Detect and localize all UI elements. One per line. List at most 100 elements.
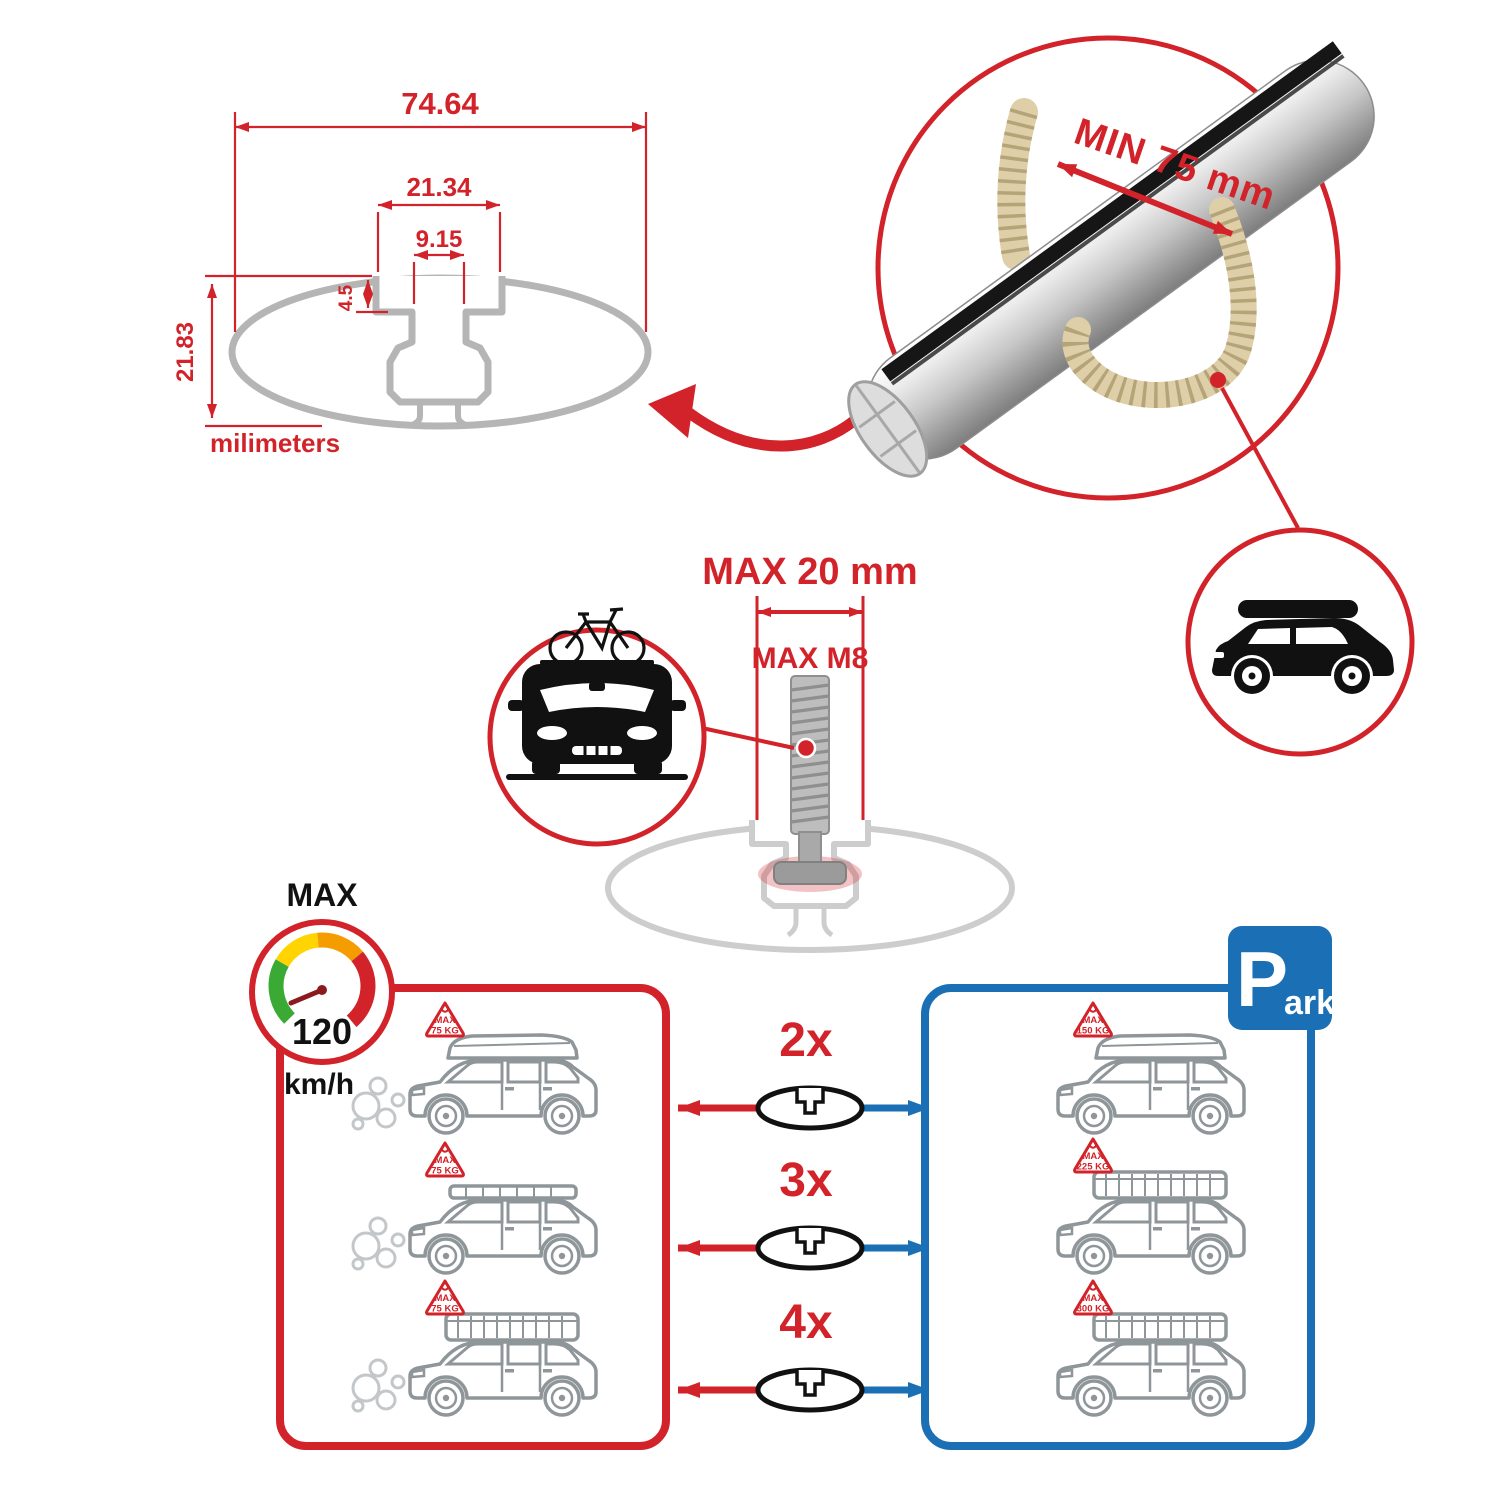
bar-body xyxy=(866,59,1375,460)
gauge-needle xyxy=(288,987,325,1006)
load-tag: MAX 75 KG xyxy=(425,1279,465,1316)
roof-basket xyxy=(1092,1170,1228,1200)
parking-sign-suffix: ark xyxy=(1284,984,1335,1022)
tag-title: MAX xyxy=(1082,1151,1104,1162)
roof-bar xyxy=(540,660,654,665)
car-window-rear xyxy=(1296,627,1348,644)
speedometer-gauge-icon: 120 xyxy=(249,919,395,1065)
dust-cloud-icon xyxy=(351,1358,406,1413)
zoom-arrow-tail xyxy=(682,406,861,452)
roof-basket xyxy=(1092,1312,1228,1342)
ghost-stem xyxy=(786,906,834,938)
bar-detail-view: MIN 75 mm xyxy=(847,35,1415,757)
gauge-hub xyxy=(317,985,327,995)
car-window-front xyxy=(1248,628,1290,644)
speed-car-row: MAX 75 KG xyxy=(351,1141,598,1275)
zoom-arrow xyxy=(648,384,861,452)
gauge-red xyxy=(346,951,376,1027)
bar-count-column: 2x 3x 4x xyxy=(678,1014,930,1413)
technical-drawing: 74.64 21.34 9.15 4.5 21.83 milimeters xyxy=(172,86,861,458)
leader-to-car-circle xyxy=(1220,387,1300,529)
tag-title: MAX xyxy=(1082,1293,1104,1304)
roof-cargo-box xyxy=(1094,1033,1227,1060)
count-label: 2x xyxy=(779,1014,833,1067)
parking-sign-letter: P xyxy=(1236,935,1288,1023)
speed-unit: km/h xyxy=(284,1068,354,1101)
car-with-roofbox-icon xyxy=(1212,600,1394,697)
tag-load: 300 KG xyxy=(1077,1304,1110,1315)
leader-to-bolt xyxy=(701,726,795,750)
car-headlight xyxy=(627,726,657,740)
tag-title: MAX xyxy=(434,1155,456,1166)
crossbar-cross-section-icon xyxy=(755,1225,865,1271)
strap-pointer-dot xyxy=(1210,372,1226,388)
units-label: milimeters xyxy=(210,428,340,458)
dim-label-lip-depth: 4.5 xyxy=(336,284,357,311)
bolt-pointer-dot xyxy=(795,737,817,759)
strap-right-ribs xyxy=(1062,205,1257,408)
max-thread-label: MAX M8 xyxy=(752,642,869,675)
profile-t-slot xyxy=(372,276,506,406)
min-span-arrow xyxy=(1056,161,1234,237)
park-car-row: MAX 225 KG xyxy=(1056,1137,1246,1275)
load-tag: MAX 300 KG xyxy=(1073,1279,1113,1316)
park-car-row: MAX 150 KG xyxy=(1056,1001,1246,1135)
roof-box xyxy=(1238,600,1358,618)
parking-sign-plate xyxy=(1228,926,1332,1030)
side-mirror xyxy=(508,700,524,711)
magnifier-circle xyxy=(875,35,1341,501)
tag-load: 75 KG xyxy=(431,1304,458,1315)
section-slot xyxy=(795,1228,825,1255)
car-wheel-hub xyxy=(1348,672,1356,680)
tag-title: MAX xyxy=(434,1293,456,1304)
load-tag: MAX 225 KG xyxy=(1073,1137,1113,1174)
speed-car-row: MAX 75 KG xyxy=(351,1001,598,1135)
bolt-neck xyxy=(798,831,822,867)
speed-panel: MAX 120 km/h MAX 75 KG MAX 75 KG xyxy=(249,877,670,1450)
car-tire xyxy=(634,760,662,774)
car-windshield xyxy=(540,683,654,712)
bar-end-ribs xyxy=(854,384,921,474)
load-tag: MAX 75 KG xyxy=(425,1141,465,1178)
car-bike-inset xyxy=(487,607,707,847)
gauge-orange xyxy=(317,932,363,962)
bar-count-row: 4x xyxy=(678,1296,930,1413)
count-label: 4x xyxy=(779,1296,833,1349)
t-bolt xyxy=(758,675,862,892)
section-slot xyxy=(795,1088,825,1115)
dust-cloud-icon xyxy=(351,1076,406,1131)
dim-label-total-width: 74.64 xyxy=(401,86,479,121)
section-slot xyxy=(795,1370,825,1397)
side-mirror xyxy=(670,700,686,711)
car-wheel-hub xyxy=(1248,672,1256,680)
aluminum-crossbar xyxy=(847,41,1375,478)
count-label: 3x xyxy=(779,1154,833,1207)
tag-load: 150 KG xyxy=(1077,1026,1110,1037)
dim-label-slot-outer: 21.34 xyxy=(406,172,472,202)
roof-rack-flat xyxy=(448,1184,578,1200)
grille-bars xyxy=(583,746,611,755)
car-headlight xyxy=(537,726,567,740)
dust-cloud-icon xyxy=(351,1216,406,1271)
zoom-arrow-head xyxy=(648,384,696,438)
bar-count-row: 3x xyxy=(678,1154,930,1271)
park-panel: P ark MAX 150 KG MAX 225 KG MAX 300 KG xyxy=(921,926,1335,1450)
tag-load: 75 KG xyxy=(431,1166,458,1177)
bar-channel-shadow xyxy=(890,54,1345,386)
speed-car-row: MAX 75 KG xyxy=(351,1279,598,1417)
bar-count-row: 2x xyxy=(678,1014,930,1131)
dim-label-total-height: 21.83 xyxy=(172,322,199,382)
tag-title: MAX xyxy=(434,1015,456,1026)
ground-line xyxy=(506,774,688,780)
car-front-icon xyxy=(506,660,688,780)
profile-stem xyxy=(410,402,468,428)
dimension-lines xyxy=(205,112,648,428)
bolt-section: MAX 20 mm MAX M8 xyxy=(487,551,1015,953)
crossbar-cross-section-icon xyxy=(755,1367,865,1413)
tag-load: 225 KG xyxy=(1077,1162,1110,1173)
car-roofbox-inset xyxy=(1185,527,1415,757)
car-tire xyxy=(532,760,560,774)
max-width-label: MAX 20 mm xyxy=(702,551,917,593)
